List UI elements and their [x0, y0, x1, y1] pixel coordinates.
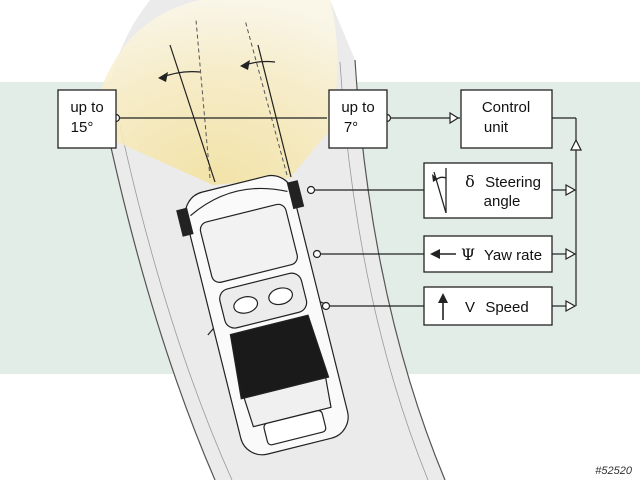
- speed-arrow-icon: [438, 293, 448, 320]
- speed-label: Speed: [485, 299, 528, 316]
- steering-label-line1: Steering: [485, 174, 541, 191]
- rotation-arrowhead-right: [240, 60, 250, 70]
- right-headlamp-box: [328, 89, 388, 149]
- beam-axis-right: [244, 19, 288, 176]
- watermark: #52520: [595, 465, 633, 477]
- beam-direction-left: [169, 44, 216, 183]
- connector-dot-middle: [312, 249, 322, 259]
- steering-symbol: δ: [465, 172, 475, 191]
- steering-label-line2: angle: [484, 193, 521, 210]
- connector-dot-front: [306, 185, 316, 195]
- beam-direction-right: [257, 44, 292, 178]
- left-headlamp-line2: 15°: [71, 119, 94, 136]
- yaw-label: Yaw rate: [484, 247, 542, 264]
- control-unit-line1: Control: [482, 99, 530, 116]
- road-edge-left-inner: [119, 124, 233, 480]
- left-headlamp-line1: up to: [70, 99, 103, 116]
- control-unit-line2: unit: [484, 119, 509, 136]
- speed-symbol: V: [465, 299, 475, 316]
- headlight-beam: [90, 0, 338, 185]
- beam-axis-left: [195, 19, 211, 179]
- steering-angle-arrowhead: [432, 174, 438, 182]
- yaw-symbol: Ψ: [461, 245, 475, 264]
- control-unit-box: [460, 89, 553, 149]
- rotation-arrowhead-left: [158, 72, 168, 82]
- road-edge-left: [104, 119, 216, 480]
- right-headlamp-line1: up to: [341, 99, 374, 116]
- left-headlamp-box: [57, 89, 117, 149]
- car-icon: [176, 174, 349, 456]
- right-headlamp-line2: 7°: [344, 119, 358, 136]
- arrowheads: [449, 111, 582, 313]
- speed-box: [423, 286, 553, 326]
- connector-dot-rear: [321, 301, 331, 311]
- yaw-arrow-icon: [430, 249, 456, 259]
